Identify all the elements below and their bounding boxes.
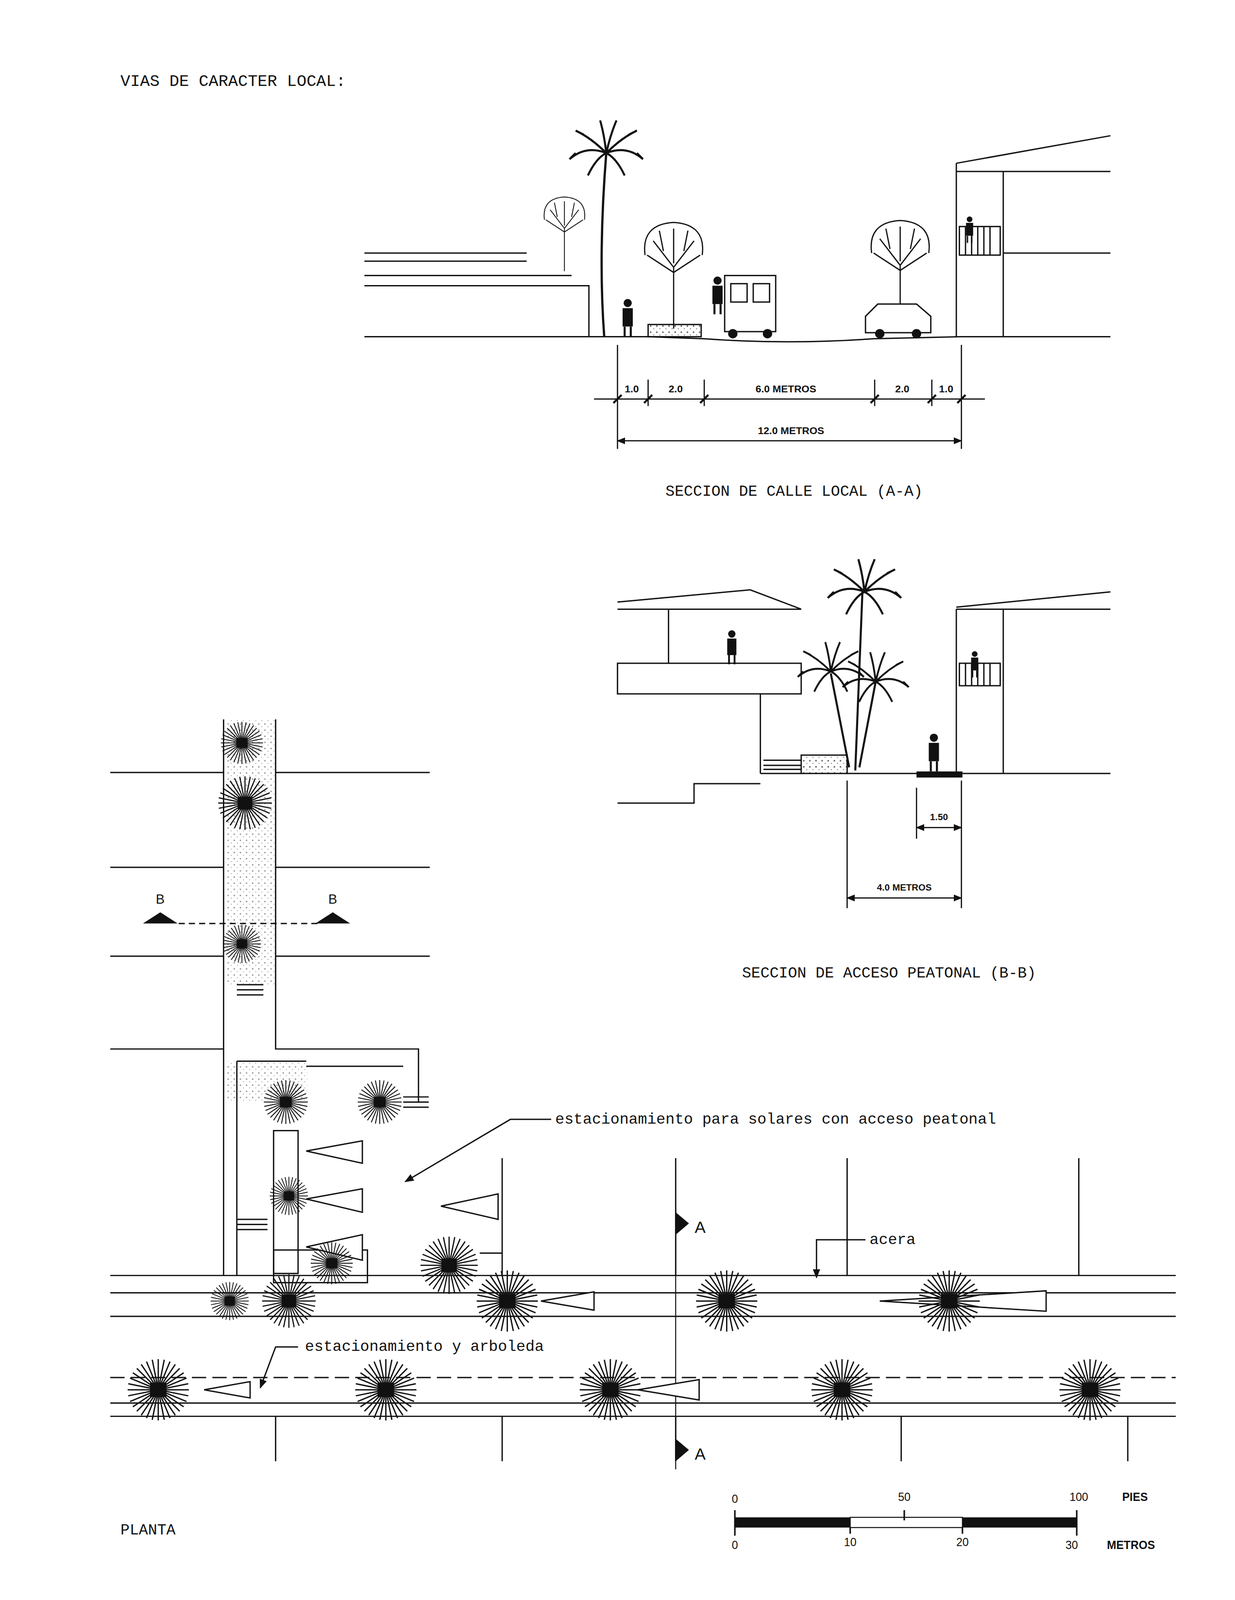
dimension-label: 2.0 [665,383,686,395]
dimension-label: 6.0 METROS [752,383,820,395]
label-holder: 6.0 METROS [752,383,820,395]
callout-note: estacionamiento para solares con acceso … [555,1110,997,1129]
callout-note: acera [869,1231,916,1249]
dimension-label: 1.0 [936,383,957,395]
section-caption: SECCION DE CALLE LOCAL (A-A) [665,483,923,501]
label-holder: METROS [1106,1539,1155,1553]
label-holder: SECCION DE CALLE LOCAL (A-A) [665,483,923,501]
dimension-label: 2.0 [892,383,913,395]
scale-unit: PIES [1122,1490,1149,1505]
label-holder: 20 [956,1535,969,1549]
label-holder: PLANTA [120,1522,176,1540]
dimension-label: 1.0 [621,383,642,395]
label-holder: 12.0 METROS [754,424,828,437]
label-holder: PIES [1122,1490,1149,1505]
label-holder: B [155,891,165,907]
scale-number: 50 [897,1490,911,1505]
scale-unit: METROS [1106,1539,1155,1553]
section-marker: A [694,1445,706,1465]
dimension-label: 4.0 METROS [874,882,935,894]
label-holder: 100 [1069,1490,1089,1505]
section-marker: A [694,1218,706,1238]
label-holder: B [328,891,338,907]
dimension-label: 1.50 [927,812,951,824]
label-holder: 0 [731,1539,739,1553]
label-holder: estacionamiento para solares con acceso … [555,1110,997,1129]
scale-number: 0 [731,1492,739,1506]
label-holder: 2.0 [665,383,686,395]
callout-note: estacionamiento y arboleda [302,1338,547,1356]
section-caption: SECCION DE ACCESO PEATONAL (B-B) [742,964,1036,983]
scale-number: 10 [844,1535,857,1549]
section-marker: B [328,891,338,907]
scale-number: 30 [1065,1539,1079,1553]
label-holder: 1.0 [621,383,642,395]
label-holder: VIAS DE CARACTER LOCAL: [120,72,346,92]
label-holder: 1.0 [936,383,957,395]
label-holder: 50 [897,1490,911,1505]
scale-number: 20 [956,1535,969,1549]
label-holder: SECCION DE ACCESO PEATONAL (B-B) [742,964,1036,983]
view-caption: PLANTA [120,1522,176,1540]
label-holder: 1.50 [927,812,951,824]
dimension-label: 12.0 METROS [754,424,828,437]
scale-number: 0 [731,1539,739,1553]
label-holder: 2.0 [892,383,913,395]
label-holder: acera [869,1231,916,1249]
label-holder: A [694,1445,706,1465]
sheet-title: VIAS DE CARACTER LOCAL: [120,72,346,92]
section-marker: B [155,891,165,907]
scale-number: 100 [1069,1490,1089,1505]
label-holder: 4.0 METROS [874,882,935,894]
label-holder: A [694,1218,706,1238]
label-holder: estacionamiento y arboleda [302,1338,547,1356]
label-holder: 0 [731,1492,739,1506]
label-holder: 10 [844,1535,857,1549]
label-holder: 30 [1065,1539,1079,1553]
